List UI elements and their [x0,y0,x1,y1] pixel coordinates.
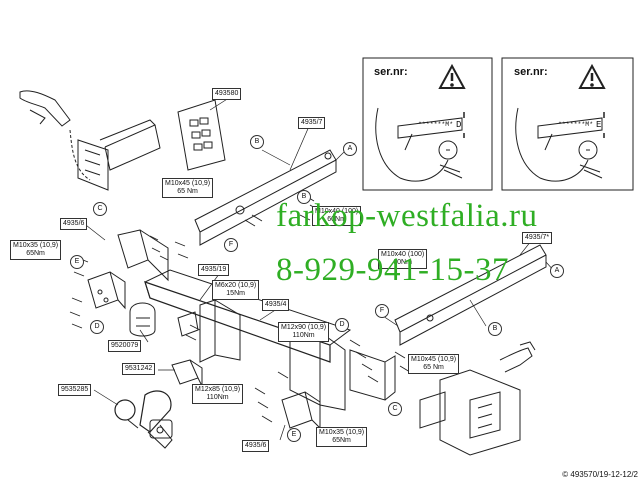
warning-panel-frames [362,57,634,191]
watermark-phone: 8-929-941-15-37 [276,252,509,288]
torque-label-m10x40-right: M10x40 (100) 60Nm [378,249,428,269]
torque-label-m12x85: M12x85 (10,9) 110Nm [192,384,244,404]
chassis-rail-left [19,90,161,191]
serial-letter-d: D [456,120,462,130]
chassis-rail-right [419,341,536,456]
part-label-4935-6-bottom: 4935/6 [242,440,270,452]
callout-d: D [90,320,104,334]
part-label-9531242: 9531242 [122,363,156,375]
callout-c: C [93,202,107,216]
tow-ball [114,390,173,449]
part-label-4935-7: 4935/7 [298,117,326,129]
callout-c: C [388,402,402,416]
callout-e: E [70,255,84,269]
serial-plate-drawings [375,107,605,182]
callout-a: A [343,142,357,156]
part-label-9535285: 9535285 [58,384,92,396]
bolts [69,194,411,423]
part-label-4935-7-right: 4935/7* [522,232,553,244]
end-bracket-right [349,349,396,401]
warning-triangle-icon [438,63,606,89]
part-label-9520079: 9520079 [108,340,142,352]
torque-label-m10x45-right: M10x45 (10,9) 65 Nm [408,354,460,374]
end-bracket-bottom [281,391,321,430]
torque-label-m12x90: M12x90 (10,9) 110Nm [278,322,330,342]
callout-f: F [224,238,238,252]
callout-b: B [488,322,502,336]
part-label-4935-19: 4935/19 [198,264,230,276]
callout-b: B [297,190,311,204]
serial-letter-e: E [596,120,602,130]
part-label-4935-4: 4935/4 [262,299,290,311]
serial-code-d: *******M* [418,121,454,128]
support-arm-right [394,244,547,346]
callout-f: F [375,304,389,318]
bolt-kit-bag [177,99,226,171]
torque-label-m10x35-left: M10x35 (10,9) 65Nm [10,240,62,260]
part-label-493580: 493580 [212,88,242,100]
part-label-4935-6-top: 4935/6 [60,218,88,230]
watermark-site: farkop-westfalia.ru [276,198,538,234]
socket-plate [129,302,199,337]
serial-number-label-e: ser.nr: [514,66,548,78]
copyright-code: © 493570/19-12-12/2 [562,470,638,479]
torque-label-m10x40-mid: M10x40 (100) 60Nm [312,206,362,226]
torque-label-m10x45-top: M10x45 (10,9) 65 Nm [162,178,214,198]
torque-label-m6x20: M6x20 (10,9) 15Nm [212,280,260,300]
side-bracket-left-upper [117,229,169,282]
torque-label-m10x35-bottom: M10x35 (10,9) 65Nm [316,427,368,447]
leader-lines [81,95,556,441]
callout-a: A [550,264,564,278]
callout-e: E [287,428,301,442]
serial-code-e: *******M* [558,121,594,128]
end-bracket-left [87,271,126,310]
fixing-bracket [171,359,203,387]
serial-number-label-d: ser.nr: [374,66,408,78]
callout-b: B [250,135,264,149]
callout-d: D [335,318,349,332]
